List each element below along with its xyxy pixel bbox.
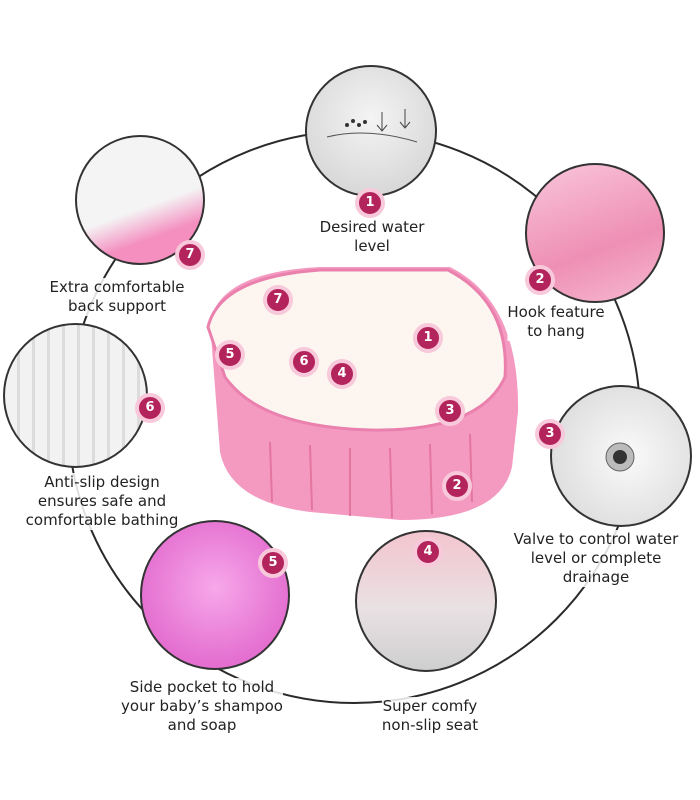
baby-bathtub-image <box>206 267 519 520</box>
label-hook: Hook feature to hang <box>507 303 605 341</box>
label-water-level: Desired water level <box>319 218 425 256</box>
tub-badge-6: 6 <box>289 347 319 377</box>
tub-badge-2: 2 <box>442 471 472 501</box>
label-back-support: Extra comfortable back support <box>49 278 185 316</box>
label-seat: Super comfy non-slip seat <box>381 697 479 735</box>
label-line: your baby’s shampoo <box>121 697 283 715</box>
label-line: drainage <box>562 568 630 586</box>
badge-6: 6 <box>135 393 165 423</box>
photo-side-pocket <box>140 520 290 670</box>
tub-badge-3: 3 <box>435 396 465 426</box>
label-line: Super comfy <box>382 697 478 715</box>
label-line: ensures safe and <box>37 492 167 510</box>
tub-badge-7: 7 <box>263 285 293 315</box>
water-level-arrows-icon <box>326 109 418 143</box>
label-line: level <box>354 237 390 255</box>
label-line: Desired water <box>319 218 425 236</box>
photo-water-level <box>305 65 437 197</box>
label-line: Side pocket to hold <box>129 678 275 696</box>
photo-anti-slip <box>3 323 148 468</box>
label-line: non-slip seat <box>381 716 479 734</box>
label-line: Anti-slip design <box>44 473 160 491</box>
badge-2: 2 <box>525 265 555 295</box>
label-line: Extra comfortable <box>49 278 185 296</box>
label-line: Hook feature <box>507 303 605 321</box>
photo-valve <box>550 385 692 527</box>
badge-7: 7 <box>175 240 205 270</box>
valve-icon <box>605 442 635 472</box>
tub-badge-1: 1 <box>413 323 443 353</box>
label-line: Valve to control water <box>513 530 679 548</box>
badge-1: 1 <box>355 188 385 218</box>
label-line: and soap <box>167 716 237 734</box>
label-side-pocket: Side pocket to hold your baby’s shampoo … <box>121 678 283 735</box>
tub-badge-5: 5 <box>215 340 245 370</box>
label-valve: Valve to control water level or complete… <box>513 530 679 587</box>
label-line: back support <box>67 297 167 315</box>
label-anti-slip: Anti-slip design ensures safe and comfor… <box>25 473 179 530</box>
badge-4: 4 <box>413 537 443 567</box>
badge-5: 5 <box>258 548 288 578</box>
tub-badge-4: 4 <box>327 359 357 389</box>
label-line: to hang <box>527 322 585 340</box>
label-line: comfortable bathing <box>25 511 179 529</box>
label-line: level or complete <box>530 549 662 567</box>
badge-3: 3 <box>535 419 565 449</box>
